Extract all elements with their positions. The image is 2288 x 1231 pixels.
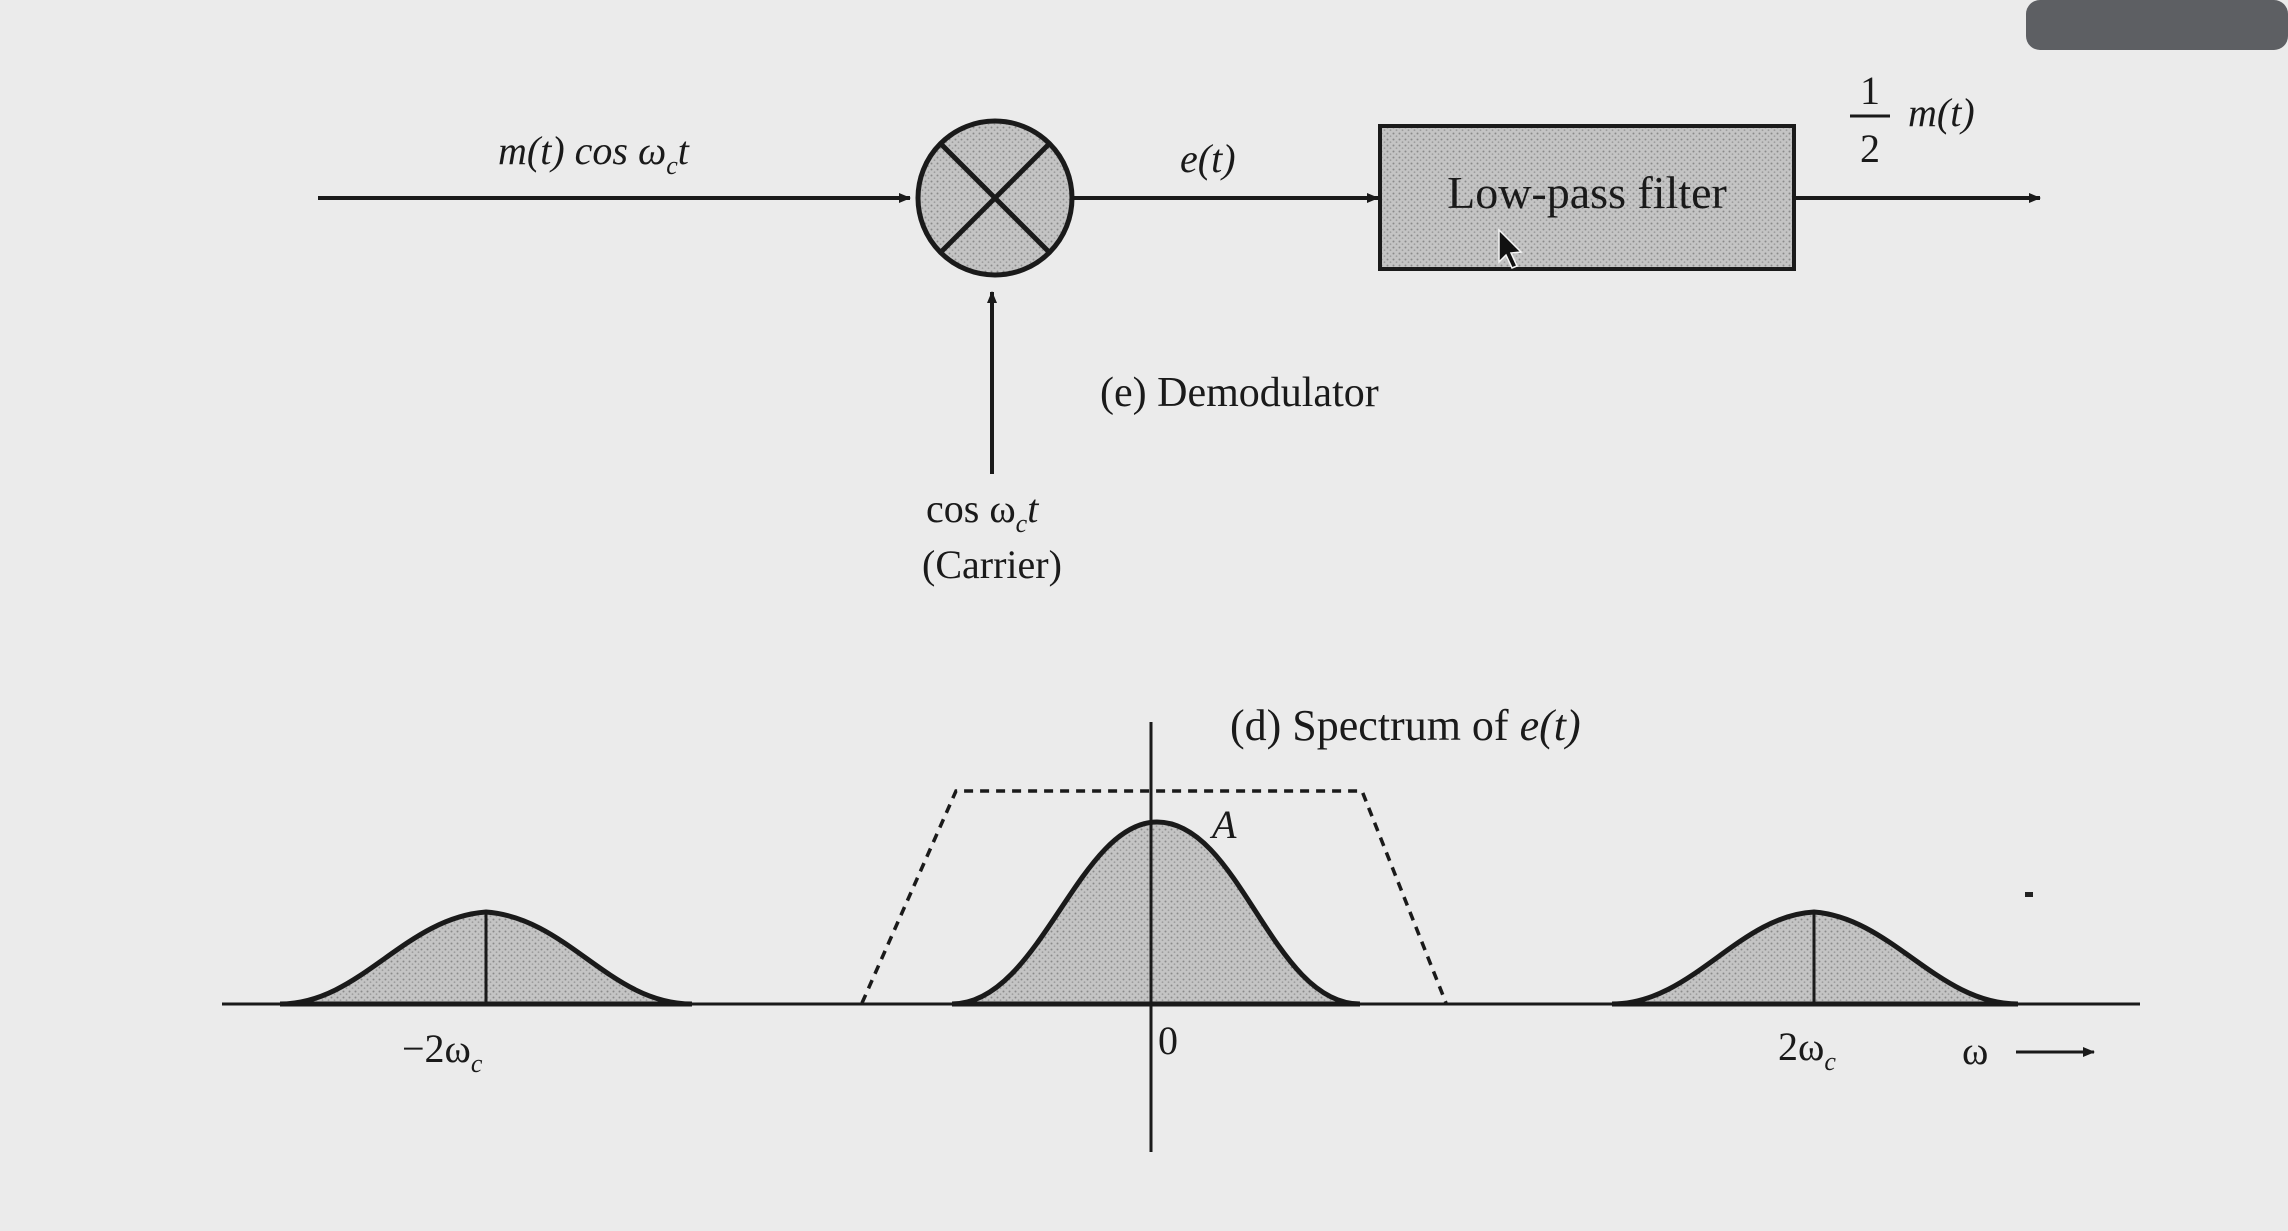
low-pass-filter-label: Low-pass filter	[1447, 167, 1727, 218]
demodulator-block-diagram: m(t) cos ωct cos ωct (Carrier) e(t) Low-…	[318, 68, 2041, 587]
window-title-bar	[2026, 0, 2288, 50]
spectrum-caption: (d) Spectrum of e(t)	[1230, 701, 1581, 750]
demodulator-caption: (e) Demodulator	[1100, 370, 1379, 416]
tick-plus-2wc: 2ωc	[1778, 1024, 1836, 1076]
peak-label: A	[1209, 802, 1237, 847]
filter-response-dashed	[860, 789, 1448, 1004]
output-fraction-denominator: 2	[1860, 126, 1880, 171]
low-pass-filter-block: Low-pass filter	[1378, 124, 1796, 271]
carrier-caption: (Carrier)	[922, 542, 1062, 587]
tick-zero: 0	[1158, 1018, 1178, 1063]
mouse-pointer-icon	[1498, 228, 1523, 269]
mixer-multiplier	[915, 118, 1075, 278]
spectrum-lobe-center	[951, 819, 1361, 1007]
stray-mark	[2025, 892, 2033, 897]
axis-label-omega: ω	[1962, 1028, 1988, 1073]
output-fraction-numerator: 1	[1860, 68, 1880, 113]
spectrum-plot: (d) Spectrum of e(t) A −2ωc 0 2ωc ω	[222, 701, 2140, 1152]
tick-minus-2wc: −2ωc	[402, 1026, 483, 1078]
output-label: 1 2 m(t)	[1850, 68, 1975, 171]
carrier-label: cos ωct	[926, 486, 1039, 538]
mixer-output-label: e(t)	[1180, 136, 1236, 181]
output-signal-label: m(t)	[1908, 90, 1975, 135]
input-signal-label: m(t) cos ωct	[498, 128, 690, 180]
